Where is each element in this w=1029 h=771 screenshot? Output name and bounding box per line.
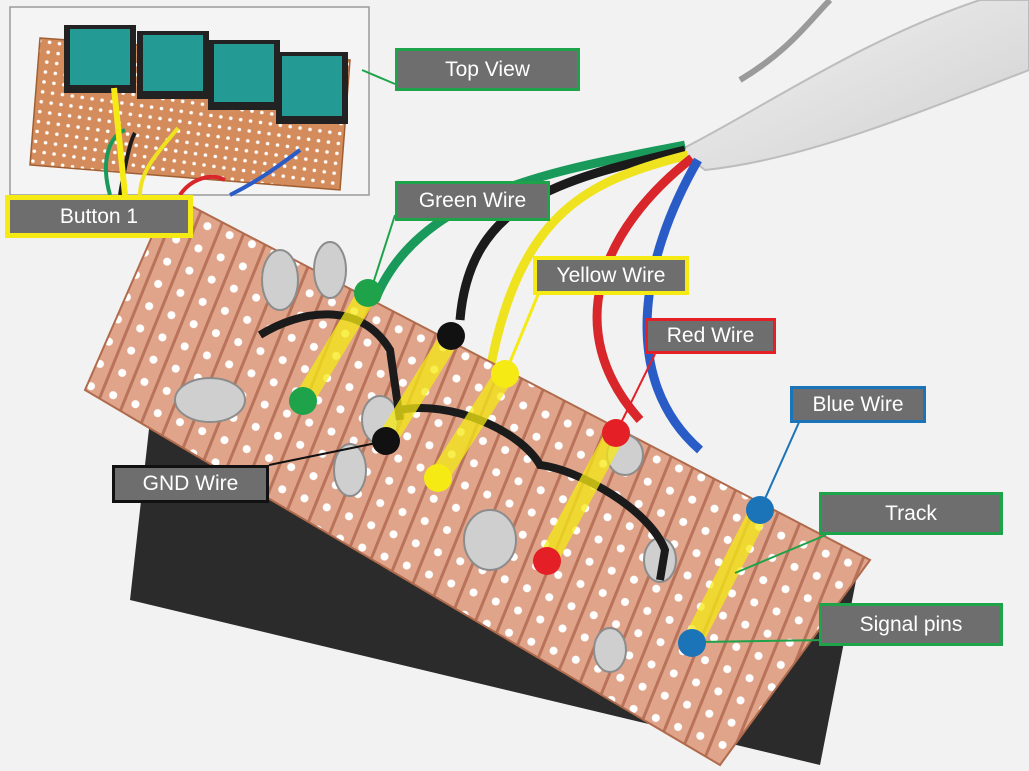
wire-yellow-strand <box>485 150 690 371</box>
leader-lines <box>268 69 827 643</box>
red-wire-label: Red Wire <box>645 318 776 354</box>
blue-pin-top <box>746 496 774 524</box>
yellow-pin-top <box>491 360 519 388</box>
gnd-pin-top <box>437 322 465 350</box>
red-pin-bottom <box>533 547 561 575</box>
pin-markers <box>289 279 774 657</box>
grey-cable <box>738 0 833 83</box>
black-jumper-1 <box>257 310 404 421</box>
button-1-label: Button 1 <box>5 195 193 238</box>
button-1-pointer <box>111 87 128 196</box>
green-wire-label: Green Wire <box>395 181 550 221</box>
inset-buttons <box>64 25 348 124</box>
gnd-pin-bottom <box>372 427 400 455</box>
inset-wires <box>104 126 302 197</box>
wire-blue-strand <box>642 157 703 454</box>
track-label: Track <box>819 492 1003 535</box>
yellow-wire-label: Yellow Wire <box>533 256 689 295</box>
blue-pin-bottom <box>678 629 706 657</box>
signal-pins-label: Signal pins <box>819 603 1003 646</box>
stripboard <box>83 193 872 767</box>
highlighted-tracks <box>293 283 770 653</box>
green-pin-bottom <box>289 387 317 415</box>
white-cable <box>678 0 1029 172</box>
blue-wire-label: Blue Wire <box>790 386 926 423</box>
red-pin-top <box>602 419 630 447</box>
green-pin-top <box>354 279 382 307</box>
solder-joints <box>174 241 677 673</box>
top-view-label: Top View <box>395 48 580 91</box>
gnd-wire-label: GND Wire <box>112 465 269 503</box>
yellow-pin-bottom <box>424 464 452 492</box>
black-jumper-2 <box>399 404 670 581</box>
